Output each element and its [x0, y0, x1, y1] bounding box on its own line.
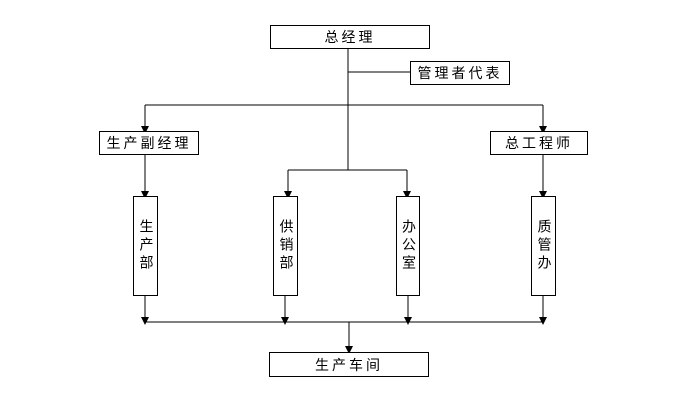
node-chief-engineer: 总工程师 [490, 131, 588, 155]
node-management-rep-label: 管理者代表 [417, 66, 503, 82]
node-chief-engineer-label: 总工程师 [505, 136, 573, 152]
node-production-dept-label: 生产部 [137, 219, 154, 273]
node-general-manager: 总经理 [270, 25, 430, 49]
node-production-workshop-label: 生产车间 [315, 357, 383, 374]
node-deputy-gm-production-label: 生产副经理 [106, 136, 192, 152]
node-deputy-gm-production: 生产副经理 [99, 131, 199, 155]
node-quality-office: 质管办 [531, 196, 556, 296]
node-office-label: 办公室 [400, 219, 416, 273]
node-office: 办公室 [396, 196, 420, 296]
node-supply-sales-dept: 供销部 [273, 196, 298, 296]
node-supply-sales-dept-label: 供销部 [277, 219, 294, 273]
node-management-rep: 管理者代表 [410, 61, 510, 85]
node-production-dept: 生产部 [133, 196, 158, 296]
node-general-manager-label: 总经理 [324, 30, 376, 46]
node-production-workshop: 生产车间 [269, 352, 429, 377]
node-quality-office-label: 质管办 [535, 219, 552, 273]
